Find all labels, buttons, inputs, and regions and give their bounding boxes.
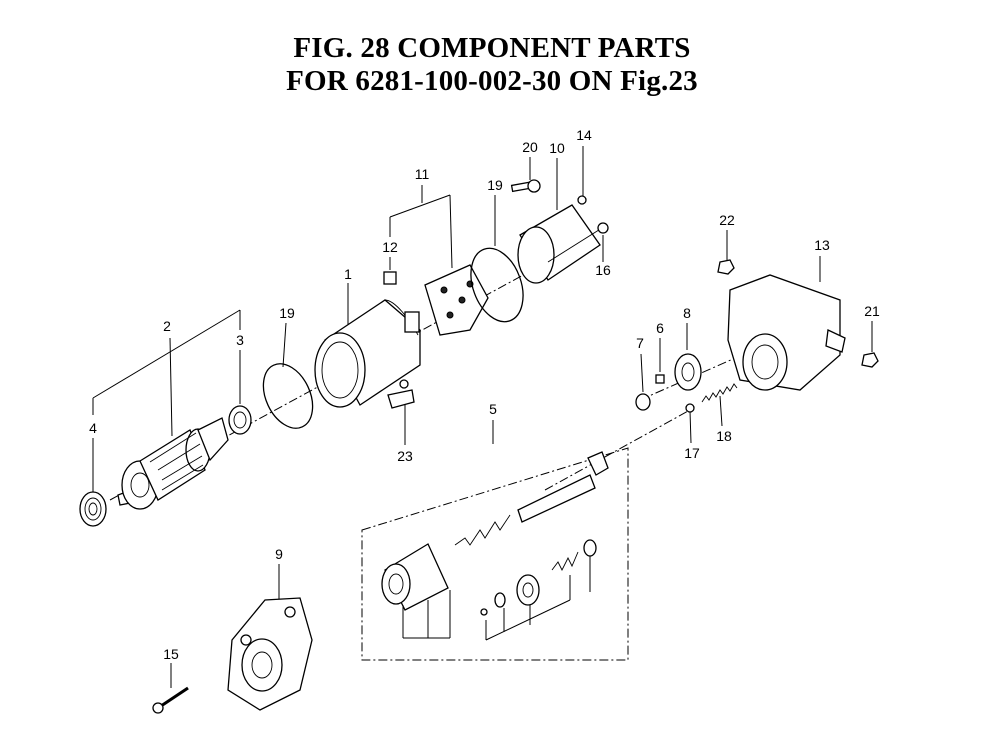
callout-17: 17 <box>684 445 700 461</box>
screw-part-14 <box>577 195 587 205</box>
bolt-part-20 <box>510 179 541 193</box>
spring-part-18 <box>701 383 738 403</box>
o-ring-part-19-left <box>262 363 314 429</box>
armature-part-2 <box>117 417 229 510</box>
callout-22: 22 <box>719 212 735 228</box>
callout-15: 15 <box>163 646 179 662</box>
callout-21: 21 <box>864 303 880 319</box>
callout-19-right: 19 <box>487 177 503 193</box>
pinion-assembly-part-5 <box>361 447 629 661</box>
brush-part-12 <box>383 271 397 285</box>
callout-14: 14 <box>576 127 592 143</box>
brush-holder-part-11 <box>424 264 489 336</box>
callout-19-left: 19 <box>279 305 295 321</box>
callout-6: 6 <box>656 320 664 336</box>
ball-part-17 <box>685 403 695 413</box>
callout-1: 1 <box>344 266 352 282</box>
callout-4: 4 <box>89 420 97 436</box>
terminal-part-23 <box>387 379 415 409</box>
callout-23: 23 <box>397 448 413 464</box>
callout-3: 3 <box>236 332 244 348</box>
bolt-part-15 <box>152 686 189 714</box>
callout-18: 18 <box>716 428 732 444</box>
callout-20: 20 <box>522 139 538 155</box>
callout-10: 10 <box>549 140 565 156</box>
leader-lines <box>92 146 873 688</box>
nut-part-21 <box>861 352 879 368</box>
bearing-part-3 <box>228 405 252 435</box>
callout-9: 9 <box>275 546 283 562</box>
gear-part-8 <box>674 353 702 391</box>
callout-13: 13 <box>814 237 830 253</box>
callout-5: 5 <box>489 401 497 417</box>
figure-title-line-2: FOR 6281-100-002-30 ON Fig.23 <box>286 65 698 97</box>
rear-cover-part-10 <box>517 204 603 284</box>
nut-part-22 <box>717 259 735 275</box>
pin-part-6 <box>655 374 665 384</box>
callout-12: 12 <box>382 239 398 255</box>
callout-16: 16 <box>595 262 611 278</box>
yoke-part-1 <box>314 299 421 408</box>
o-ring-part-19-right <box>470 247 524 323</box>
washer-part-7 <box>635 393 651 411</box>
housing-part-13 <box>727 274 846 391</box>
figure-title-line-1: FIG. 28 COMPONENT PARTS <box>293 32 691 64</box>
callout-8: 8 <box>683 305 691 321</box>
callout-11: 11 <box>415 166 430 182</box>
pin-part-16 <box>597 222 609 234</box>
callout-7: 7 <box>636 335 644 351</box>
drive-housing-part-9 <box>227 597 313 711</box>
callout-2: 2 <box>163 318 171 334</box>
bearing-part-4 <box>79 491 107 527</box>
